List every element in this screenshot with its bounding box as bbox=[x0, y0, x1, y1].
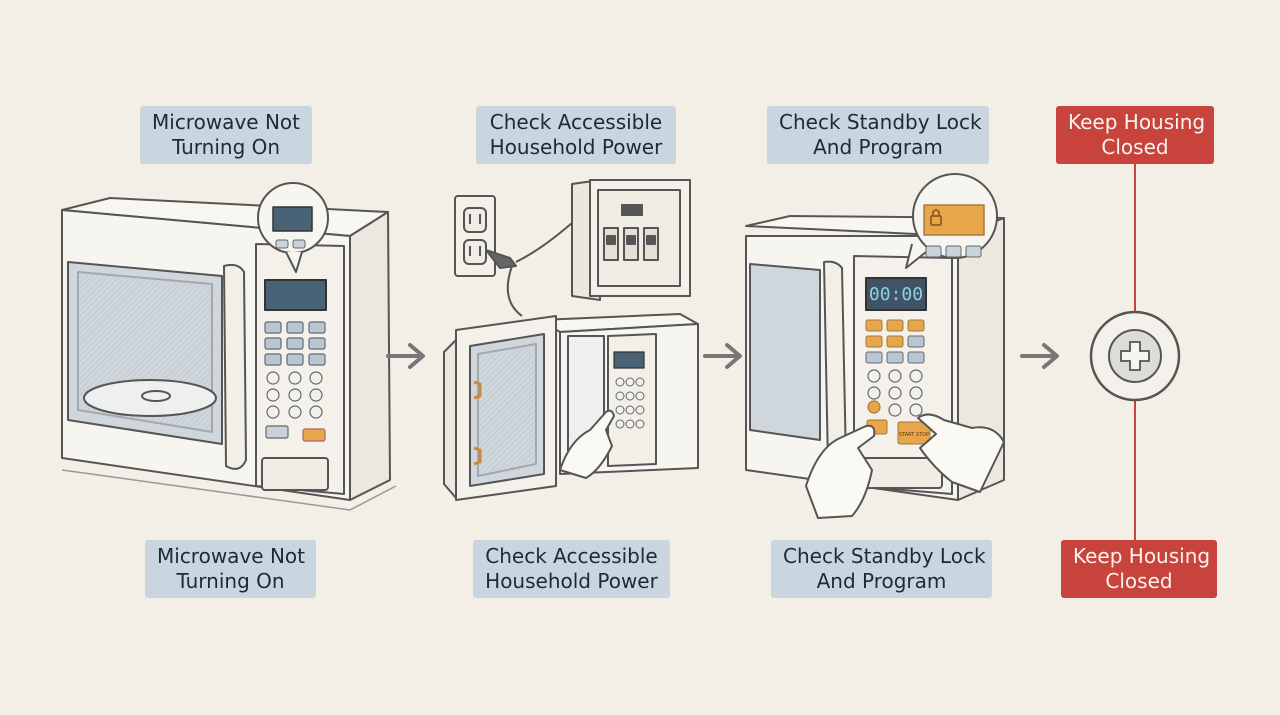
label-line: Household Power bbox=[485, 569, 658, 593]
hand-icon bbox=[805, 413, 1005, 519]
label-line: Microwave Not bbox=[157, 544, 305, 568]
wall-outlet-icon bbox=[454, 195, 496, 277]
label-line: Keep Housing bbox=[1073, 544, 1211, 568]
arrow-right-icon bbox=[1020, 343, 1059, 369]
label-line: Turning On bbox=[176, 569, 285, 593]
label-line: Closed bbox=[1105, 569, 1173, 593]
standby-illustration bbox=[745, 173, 1005, 519]
lock-icon bbox=[930, 209, 942, 226]
breaker-panel-icon bbox=[571, 179, 691, 301]
hand-icon bbox=[559, 409, 615, 479]
step-1-top-label: Microwave Not Turning On bbox=[140, 106, 312, 164]
label-line: Check Standby Lock bbox=[783, 544, 986, 568]
label-line: Check Accessible bbox=[485, 544, 658, 568]
step-3-top-label: Check Standby Lock And Program bbox=[767, 106, 989, 164]
step-4-bottom-label: Keep Housing Closed bbox=[1061, 540, 1217, 598]
label-line: Keep Housing bbox=[1068, 110, 1206, 134]
step-4-top-label: Keep Housing Closed bbox=[1056, 106, 1214, 164]
step-2-bottom-label: Check Accessible Household Power bbox=[473, 540, 670, 598]
microwave-illustration bbox=[61, 182, 397, 511]
display-readout: 00:00 bbox=[869, 284, 923, 305]
arrow-right-icon bbox=[386, 343, 425, 369]
label-line: Turning On bbox=[171, 135, 281, 159]
step-1-bottom-label: Microwave Not Turning On bbox=[145, 540, 316, 598]
label-line: Check Accessible bbox=[489, 110, 663, 134]
start-stop-key-label: START STOP bbox=[899, 432, 929, 438]
step-2-top-label: Check Accessible Household Power bbox=[476, 106, 676, 164]
label-line: Microwave Not bbox=[152, 110, 300, 134]
label-line: Closed bbox=[1101, 135, 1169, 159]
label-line: And Program bbox=[813, 135, 943, 159]
label-line: And Program bbox=[816, 569, 947, 593]
power-illustration bbox=[443, 179, 699, 501]
step-3-bottom-label: Check Standby Lock And Program bbox=[771, 540, 992, 598]
label-line: Check Standby Lock bbox=[779, 110, 982, 134]
arrow-right-icon bbox=[703, 343, 742, 369]
label-line: Household Power bbox=[489, 135, 663, 159]
screw-icon bbox=[1089, 310, 1181, 402]
